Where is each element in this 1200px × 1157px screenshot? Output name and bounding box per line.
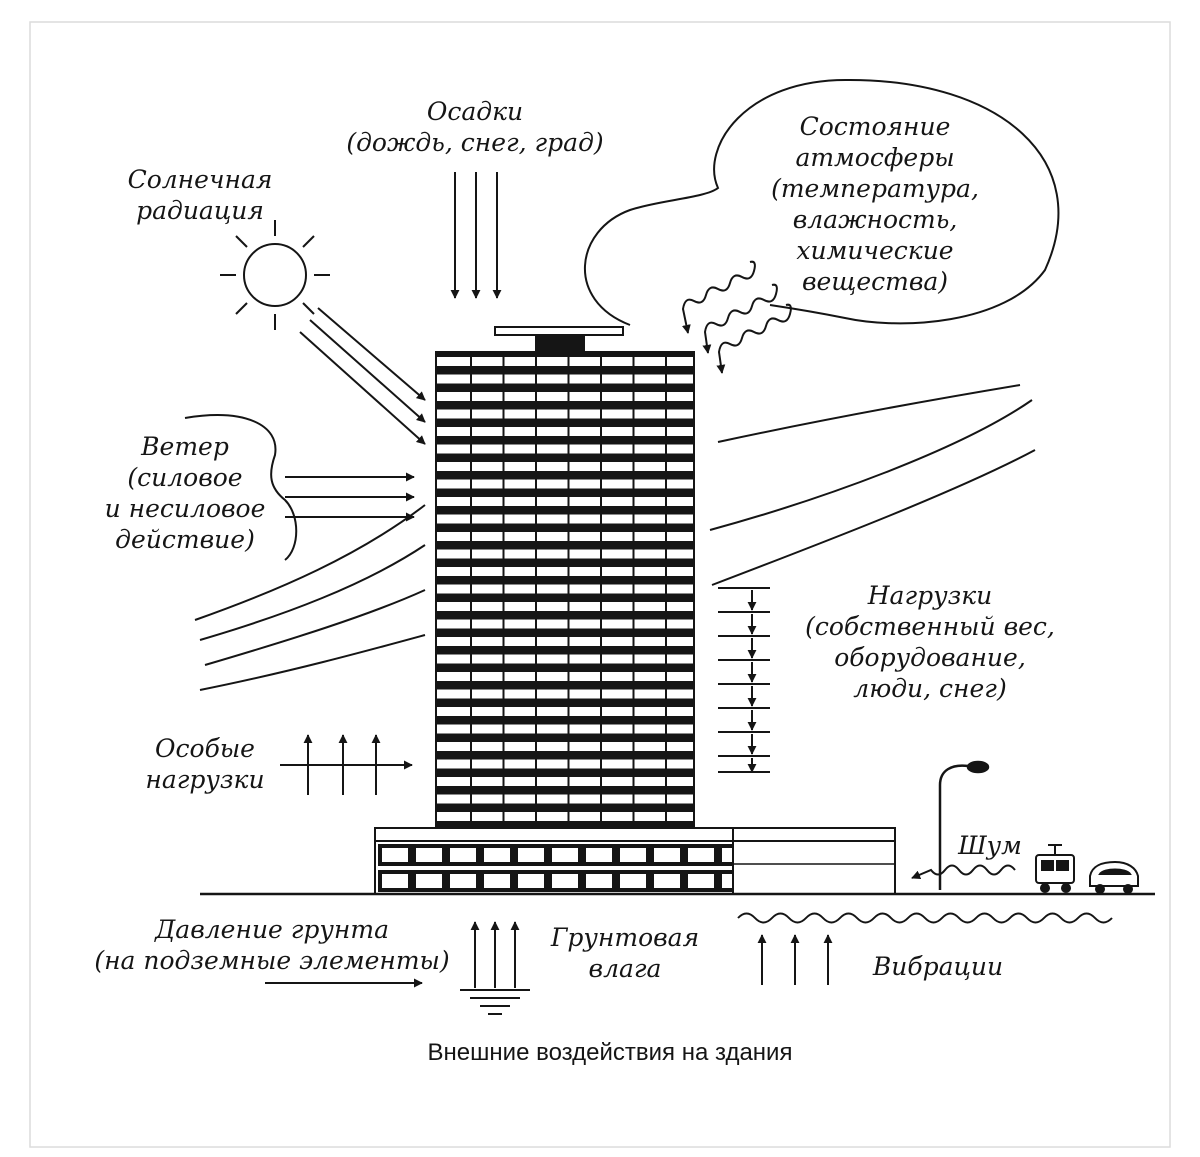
noise-wave-arrow <box>911 864 1016 880</box>
vibration-wave <box>737 912 1113 924</box>
groundwater-arrows <box>470 921 520 988</box>
atmosphere-cloud <box>583 78 1060 326</box>
podium <box>374 827 896 895</box>
tower <box>435 351 695 828</box>
label-precipitation: Осадки(дождь, снег, град) <box>346 97 604 157</box>
building <box>374 326 896 895</box>
loads-arrows <box>718 587 770 773</box>
figure-caption: Внешние воздействия на здания <box>427 1039 793 1066</box>
precipitation-arrows <box>450 172 502 299</box>
vibration-arrows <box>757 934 833 985</box>
page-frame <box>29 21 1171 1148</box>
street-lamp-icon <box>938 760 990 890</box>
solar-radiation-arrows <box>299 307 426 445</box>
car-icon <box>1089 860 1139 894</box>
label-soil-pressure: Давление грунта(на подземные элементы) <box>94 915 450 975</box>
label-loads: Нагрузки(собственный вес,оборудование,лю… <box>805 581 1055 703</box>
atmosphere-squiggle-arrows <box>681 260 792 374</box>
roof-canopy <box>494 326 624 336</box>
special-loads-arrows <box>280 734 413 795</box>
wind-flow-lines-left <box>194 504 426 691</box>
sun-icon <box>220 220 330 330</box>
label-noise: Шум <box>958 831 1022 860</box>
label-vibrations: Вибрации <box>872 952 1004 981</box>
wind-cloud <box>184 414 298 561</box>
water-level-icon <box>460 989 530 1015</box>
roof-structure <box>535 335 585 351</box>
wind-arrows <box>285 472 415 522</box>
tram-icon <box>1035 844 1075 893</box>
wind-flow-lines-right <box>709 384 1036 586</box>
